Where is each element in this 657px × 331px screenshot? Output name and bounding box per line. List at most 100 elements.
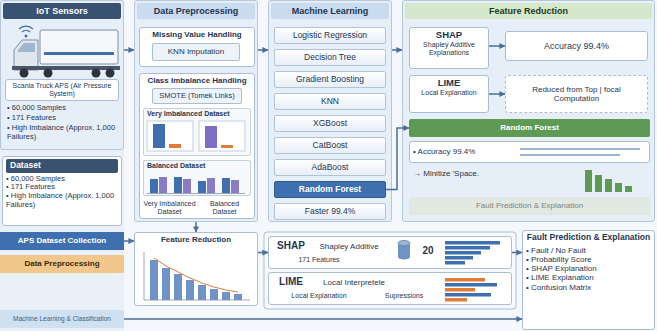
node-title: KNN <box>321 97 339 107</box>
imbalance-chart-part <box>205 126 217 148</box>
method-row: LIMELocal InterpreteleLocal ExplanationS… <box>268 272 512 305</box>
model-item: Logistic Regression <box>274 27 386 44</box>
database-icon-part <box>398 243 410 257</box>
importance-chart-part <box>174 274 182 300</box>
shap-bars-part <box>445 261 465 265</box>
balanced-chart-part <box>207 178 215 193</box>
node-text: 20 <box>417 245 439 257</box>
node-text: Shapley Additive <box>309 242 389 251</box>
space-bars <box>585 170 632 192</box>
imbalance-chart-part <box>147 121 193 151</box>
truck-illustration-part <box>20 69 29 78</box>
node-title: Machine Learning <box>271 3 389 19</box>
node-title: Fault Prediction & Explanation <box>476 201 583 210</box>
space-bars-part <box>605 179 612 192</box>
result-box: Accuracy 99.4% <box>505 31 648 61</box>
importance-chart-part <box>154 258 238 292</box>
node-text: → Minitize 'Space. <box>413 169 563 178</box>
database-icon <box>398 241 410 260</box>
node-text: Shapley Additive Explanations <box>413 41 485 57</box>
dataset-box: Dataset• 60,000 Samples• 171 Features• H… <box>2 156 122 226</box>
node-title: Machine Learning & Classification <box>13 315 111 322</box>
result-box: • Accuracy 99.4% <box>409 141 650 163</box>
shap-bars-part <box>445 241 500 245</box>
flow-arrow <box>489 45 505 47</box>
sensor-box: Scania Truck APS (Air Pressure System) <box>5 79 119 101</box>
node-title: Data Preprocessing <box>24 259 99 268</box>
stage-panel: Data PreprocessingMissing Value Handling… <box>134 0 258 222</box>
node-title: Faster 99.4% <box>305 207 356 217</box>
model-item: KNN <box>274 93 386 110</box>
method-box: SHAPShapley Additive Explanations <box>409 27 489 69</box>
space-bars-part <box>595 175 602 192</box>
node-title: Missing Value Handling <box>143 30 251 39</box>
imbalance-chart-part <box>169 144 181 148</box>
importance-chart-part <box>144 252 250 300</box>
truck-illustration <box>12 26 120 77</box>
node-text: • 171 Features <box>6 183 118 192</box>
shap-bars <box>445 241 500 265</box>
node-title: Very Imbalanced Dataset <box>147 110 247 118</box>
node-title: LIME <box>274 276 308 288</box>
truck-illustration-part <box>12 66 120 70</box>
balanced-chart-part <box>159 177 167 193</box>
method-box: KNN Imputation <box>152 43 240 61</box>
model-item: CatBoost <box>274 137 386 154</box>
flow-arrow <box>512 252 522 254</box>
node-title: Random Forest <box>299 185 361 195</box>
lime-bars-part <box>445 293 491 297</box>
stage-band: Machine Learning & Classification <box>0 310 124 328</box>
node-text: • High Imbalance (Approx. 1,000 Failures… <box>6 192 118 209</box>
model-item: Decision Tree <box>274 49 386 66</box>
method-box: LIMELocal Explanation <box>409 75 489 113</box>
node-text: Balanced Dataset <box>198 200 251 216</box>
truck-illustration-part <box>106 69 115 78</box>
lime-bars <box>445 278 497 302</box>
chart-box: Very Imbalanced Dataset <box>143 108 251 156</box>
balanced-chart-part <box>147 193 245 194</box>
node-text: • LIME Explanation <box>526 273 651 282</box>
source-panel: IoT Sensors• 60,000 Samples• 171 Feature… <box>0 0 124 150</box>
model-item: Faster 99.4% <box>274 203 386 220</box>
database-icon-part <box>398 241 410 246</box>
space-bars-part <box>625 186 632 192</box>
note-box: Reduced from Top | focal Computation <box>505 75 648 113</box>
shap-bars-part <box>445 246 490 250</box>
node-title: Data Preprocessing <box>137 3 255 19</box>
imbalance-chart-part <box>199 121 245 151</box>
model-item: XGBoost <box>274 115 386 132</box>
score-lines-part <box>520 149 640 155</box>
lime-bars-part <box>445 283 497 287</box>
column-ground <box>0 0 124 331</box>
flow-arrow <box>258 49 268 51</box>
imbalance-chart <box>147 121 245 151</box>
node-title: Feature Reduction <box>405 3 652 19</box>
node-title: APS Dataset Collection <box>18 236 106 245</box>
truck-illustration-part <box>44 52 114 55</box>
space-bars-part <box>585 170 592 192</box>
truck-illustration-part <box>92 69 101 78</box>
node-title: LIME <box>413 78 485 89</box>
importance-chart-part <box>150 260 158 300</box>
truck-illustration-part <box>18 43 35 52</box>
model-item: Random Forest <box>274 181 386 198</box>
model-item: AdaBoost <box>274 159 386 176</box>
node-text: Local Interpretele <box>309 278 399 287</box>
node-title: AdaBoost <box>312 163 349 173</box>
importance-chart-part <box>234 294 242 300</box>
flow-arrow <box>489 93 505 95</box>
node-text: • Probability Score <box>526 255 651 264</box>
node-title: • Accuracy 99.4% <box>413 147 646 156</box>
truck-illustration-part <box>40 30 118 64</box>
node-title: Accuracy 99.4% <box>544 41 609 51</box>
node-title: Logistic Regression <box>293 31 367 41</box>
lime-bars-part <box>445 288 475 292</box>
group-frame-part <box>264 232 516 309</box>
space-bars-part <box>615 183 622 192</box>
node-text: 171 Features <box>274 256 364 264</box>
chart-box: Balanced Dataset <box>143 160 251 196</box>
truck-illustration-part <box>19 26 33 32</box>
importance-chart <box>144 252 250 300</box>
balanced-chart-part <box>198 181 206 193</box>
